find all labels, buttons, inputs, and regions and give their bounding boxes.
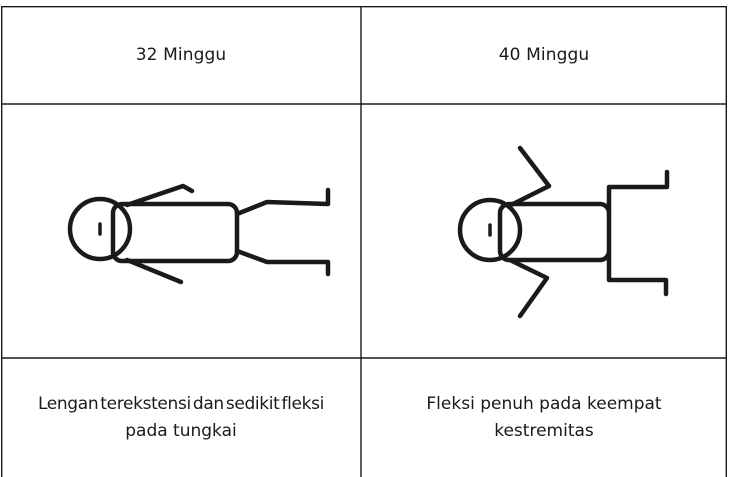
figure-cell-32-weeks — [1, 104, 361, 358]
description-40-weeks-line1: Fleksi penuh pada keempat — [426, 393, 662, 414]
infant-posture-flexed-icon — [457, 145, 670, 319]
description-32-weeks-line2: pada tungkai — [125, 420, 237, 441]
posture-comparison-table: 32 Minggu 40 Minggu — [1, 6, 727, 477]
figure-cell-40-weeks — [361, 104, 727, 358]
header-32-weeks: 32 Minggu — [135, 45, 227, 65]
infant-posture-extended-icon — [67, 183, 331, 285]
header-40-weeks: 40 Minggu — [498, 45, 590, 65]
description-40-weeks-line2: kestremitas — [494, 420, 594, 441]
description-32-weeks-line1: Lengan terekstensi dan sedikit fleksi — [37, 393, 325, 414]
description-32-weeks: Lengan terekstensi dan sedikit fleksi pa… — [1, 358, 361, 477]
description-40-weeks: Fleksi penuh pada keempat kestremitas — [361, 358, 727, 477]
table-grid-lines — [1, 6, 727, 477]
